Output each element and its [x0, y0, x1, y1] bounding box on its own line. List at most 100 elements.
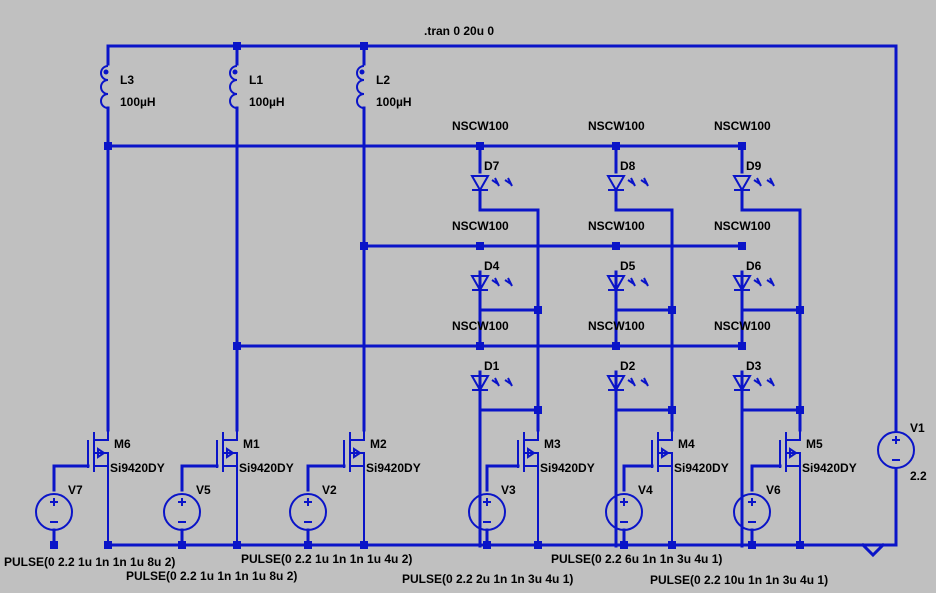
mosfet-model: Si9420DY — [674, 461, 729, 475]
led-cathode-lead — [614, 390, 674, 412]
led-symbol — [606, 175, 649, 193]
source-body — [35, 493, 73, 531]
coil-turn — [356, 93, 365, 109]
inductor-symbol — [229, 65, 238, 109]
source-value: PULSE(0 2.2 6u 1n 1n 3u 4u 1) — [551, 552, 722, 566]
coil-turn — [100, 79, 109, 95]
led-name: D6 — [746, 259, 762, 273]
junction-dot — [178, 541, 186, 549]
led-model: NSCW100 — [588, 219, 645, 233]
led-symbol — [470, 175, 513, 193]
mosfet-symbol — [343, 430, 365, 545]
symbols — [35, 65, 915, 545]
mosfet-source — [350, 465, 365, 545]
junction-dot — [668, 406, 676, 414]
led-symbol — [470, 275, 513, 293]
coil-turn — [229, 93, 238, 109]
inductor-symbol — [100, 65, 109, 109]
led-triangle — [606, 375, 626, 393]
mosfet-source — [786, 465, 801, 545]
mosfet-name: M2 — [370, 437, 387, 451]
junction-dot — [304, 541, 312, 549]
led-cathode-lead — [478, 390, 540, 412]
mosfet-model: Si9420DY — [540, 461, 595, 475]
led-name: D4 — [484, 259, 500, 273]
led-model: NSCW100 — [714, 219, 771, 233]
led-cathode-lead — [478, 190, 540, 212]
led-model: NSCW100 — [714, 119, 771, 133]
supply-rail — [106, 44, 898, 432]
source-body — [733, 493, 771, 531]
mosfet-arrow — [661, 447, 670, 459]
source-body — [605, 493, 643, 531]
led-triangle — [470, 275, 490, 293]
led-symbol — [732, 275, 775, 293]
led-name: D9 — [746, 159, 762, 173]
junction-dot — [612, 342, 620, 350]
junction-dot — [748, 541, 756, 549]
mosfet-name: M3 — [544, 437, 561, 451]
dot-marker — [103, 69, 109, 75]
source-name: V3 — [501, 483, 516, 497]
gate-wire — [306, 464, 346, 492]
coil-turn — [229, 79, 238, 95]
led-symbol — [606, 375, 649, 393]
led-symbol — [732, 375, 775, 393]
inductor-name: L1 — [249, 73, 263, 87]
junction-dot — [50, 541, 58, 549]
junction-dot — [668, 306, 676, 314]
junction-dot — [612, 142, 620, 150]
junction-dot — [612, 242, 620, 250]
junction-dot — [483, 541, 491, 549]
led-light-arrows — [753, 177, 775, 187]
led-light-arrows — [491, 177, 513, 187]
led-cathode-lead — [740, 190, 802, 212]
led-model: NSCW100 — [452, 119, 509, 133]
led-light-arrows — [753, 377, 775, 387]
led-model: NSCW100 — [452, 219, 509, 233]
led-light-arrows — [627, 277, 649, 287]
junction-dot — [738, 242, 746, 250]
mosfet-source — [658, 465, 673, 545]
labels: L3100µHL1100µHL2100µHNSCW100D7NSCW100D8N… — [4, 24, 927, 587]
junction-dot — [360, 242, 368, 250]
ground-symbol — [860, 542, 886, 558]
led-model: NSCW100 — [588, 119, 645, 133]
led-light-arrows — [491, 277, 513, 287]
coil-turn — [356, 79, 365, 95]
led-cathode-lead — [740, 390, 802, 412]
led-name: D2 — [620, 359, 636, 373]
mosfet-drain — [786, 430, 801, 441]
mosfet-name: M1 — [243, 437, 260, 451]
mosfet-model: Si9420DY — [366, 461, 421, 475]
wires — [50, 42, 898, 558]
led-model: NSCW100 — [588, 319, 645, 333]
gate-wire — [180, 464, 219, 492]
mosfet-symbol — [779, 430, 801, 545]
source-body — [877, 431, 915, 469]
source-body — [468, 493, 506, 531]
pulse-source-symbol — [733, 493, 771, 531]
led-symbol — [732, 175, 775, 193]
mosfet-symbol — [651, 430, 673, 545]
led-triangle — [606, 175, 626, 193]
mosfet-model: Si9420DY — [239, 461, 294, 475]
pulse-source-symbol — [163, 493, 201, 531]
led-triangle — [732, 375, 752, 393]
led-name: D3 — [746, 359, 762, 373]
supply-source-symbol — [877, 431, 915, 469]
inductor-name: L3 — [120, 73, 134, 87]
gate-wire — [52, 464, 90, 492]
junction-dot — [360, 42, 368, 50]
junction-dot — [104, 142, 112, 150]
source-body — [163, 493, 201, 531]
led-light-arrows — [627, 377, 649, 387]
led-name: D5 — [620, 259, 636, 273]
led-model: NSCW100 — [452, 319, 509, 333]
pulse-source-symbol — [289, 493, 327, 531]
pulse-source-symbol — [468, 493, 506, 531]
inductor-symbol — [356, 65, 365, 109]
inductor-value: 100µH — [249, 95, 285, 109]
mosfet-model: Si9420DY — [802, 461, 857, 475]
